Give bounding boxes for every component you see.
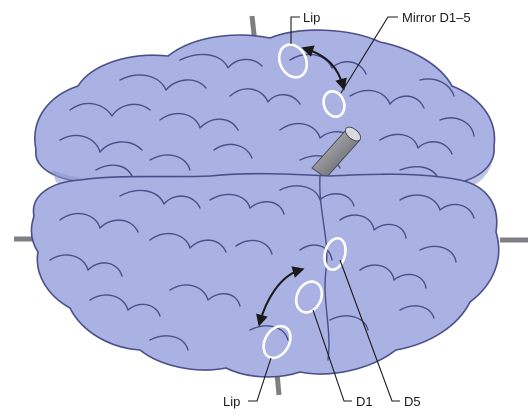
d1-label: D1 bbox=[356, 394, 373, 409]
upper-brain bbox=[35, 30, 495, 195]
lip-upper-label: Lip bbox=[303, 10, 320, 25]
lower-brain-outline bbox=[31, 174, 498, 377]
lower-brain bbox=[31, 174, 498, 377]
mirror-label: Mirror D1–5 bbox=[402, 10, 471, 25]
d5-label: D5 bbox=[404, 394, 421, 409]
upper-brain-outline bbox=[35, 30, 495, 189]
lip-lower-label: Lip bbox=[223, 394, 240, 409]
